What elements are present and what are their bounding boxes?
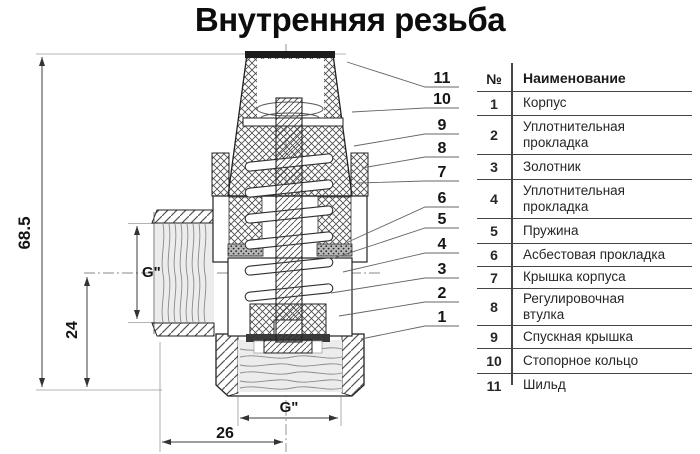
part-name: Асбестовая прокладка: [523, 246, 666, 262]
table-row: 6 Асбестовая прокладка: [477, 244, 692, 267]
dimension-lines: [39, 57, 338, 445]
dim-total-height: 68.5: [15, 216, 34, 249]
callout-labels: 11 10 9 8 7 6 5 4 3 2 1: [433, 70, 451, 326]
part-number: 3: [490, 159, 498, 175]
part-number: 5: [490, 223, 498, 239]
table-row: 7 Крышка корпуса: [477, 267, 692, 289]
table-row: 8 Регулировочная втулка: [477, 289, 692, 326]
part-name: Регулировочная втулка: [523, 290, 625, 322]
part-number: 10: [486, 353, 502, 369]
shield-plate: [245, 51, 335, 58]
callout-label: 11: [434, 70, 451, 87]
part-number: 2: [490, 127, 498, 143]
table-row: 1 Корпус: [477, 92, 692, 116]
stem: [263, 97, 313, 354]
part-number: 7: [490, 269, 498, 286]
dim-port-height: 24: [64, 321, 81, 339]
part-number: 1: [490, 95, 498, 112]
table-row: 2 Уплотнительная прокладка: [477, 116, 692, 155]
table-column-divider: [511, 63, 513, 385]
part-number: 11: [486, 377, 502, 394]
header-name: Наименование: [523, 69, 626, 86]
part-name: Стопорное кольцо: [523, 352, 639, 368]
dim-side-thread: G": [142, 264, 161, 281]
callout-label: 3: [438, 261, 447, 278]
callout-label: 7: [438, 164, 447, 181]
part-name: Уплотнительная прокладка: [523, 182, 625, 214]
left-port: [151, 209, 215, 337]
part-name: Пружина: [523, 222, 579, 238]
part-number: 6: [490, 247, 498, 263]
callout-label: 8: [438, 140, 447, 157]
callout-label: 9: [438, 117, 447, 134]
table-row: 9 Спускная крышка: [477, 326, 692, 349]
parts-table: № Наименование 1 Корпус 2 Уплотнительная…: [477, 66, 692, 397]
part-name: Золотник: [523, 158, 581, 174]
callout-label: 6: [438, 190, 447, 207]
callout-label: 1: [438, 309, 447, 326]
part-name: Уплотнительная прокладка: [523, 118, 625, 150]
table-row: 5 Пружина: [477, 219, 692, 244]
callout-label: 5: [438, 211, 447, 228]
callout-label: 2: [438, 285, 447, 302]
table-row: 11 Шильд: [477, 374, 692, 397]
page-title: Внутренняя резьба: [194, 1, 506, 38]
part-name: Корпус: [523, 95, 567, 111]
callout-leaders: [330, 61, 459, 340]
part-name: Спускная крышка: [523, 328, 633, 344]
dimension-labels: 68.5 24 G" G" 26: [15, 216, 298, 442]
part-number: 4: [490, 191, 498, 207]
part-number: 9: [490, 329, 498, 345]
part-name: Шильд: [523, 377, 566, 393]
table-header: № Наименование: [477, 66, 692, 92]
adjusting-sleeve: [227, 196, 353, 257]
part-name: Крышка корпуса: [523, 269, 626, 285]
table-row: 10 Стопорное кольцо: [477, 349, 692, 374]
header-num: №: [486, 70, 502, 87]
part-number: 8: [490, 299, 498, 315]
table-row: 4 Уплотнительная прокладка: [477, 180, 692, 219]
dim-bottom-width: 26: [216, 425, 234, 442]
callout-label: 4: [438, 236, 447, 253]
table-row: 3 Золотник: [477, 155, 692, 180]
dim-bottom-thread: G": [280, 399, 299, 416]
callout-label: 10: [433, 91, 451, 108]
